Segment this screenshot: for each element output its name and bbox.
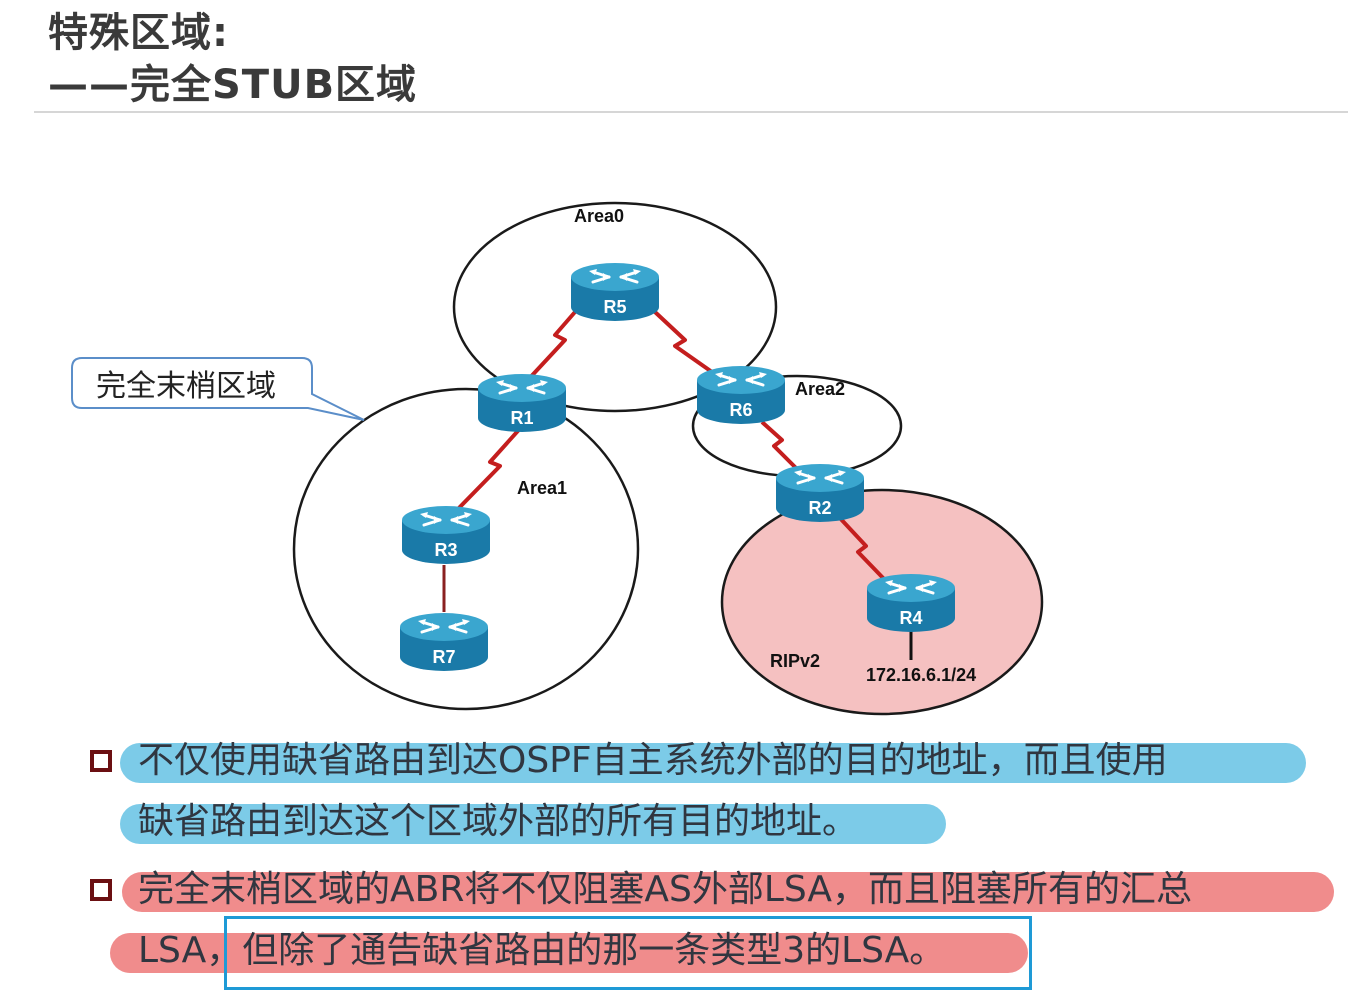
title-divider [34, 111, 1348, 113]
area1-label: Area1 [517, 478, 567, 498]
highlight-bullet2-line1 [122, 872, 1334, 912]
bullet2-line2: LSA，但除了通告缺省路由的那一条类型3的LSA。 [138, 930, 946, 971]
bullet2-line1: 完全末梢区域的ABR将不仅阻塞AS外部LSA，而且阻塞所有的汇总 [138, 869, 1193, 910]
link-r5-r1 [523, 310, 577, 385]
router-label-r5: R5 [603, 297, 626, 317]
link-r6-r2 [760, 420, 800, 472]
link-r5-r6 [653, 310, 714, 374]
link-r2-r4 [836, 514, 887, 582]
highlight-bullet1-line1 [120, 743, 1306, 783]
bullet-marker-2 [90, 879, 112, 901]
bullet-marker-1 [90, 750, 112, 772]
slide-title-line2: ——完全STUB区域 [48, 62, 418, 108]
network-label: 172.16.6.1/24 [866, 665, 976, 685]
bullet1-line1: 不仅使用缺省路由到达OSPF自主系统外部的目的地址，而且使用 [138, 740, 1168, 781]
emphasis-frame [224, 916, 1032, 990]
slide-title-line1: 特殊区域: [48, 10, 229, 56]
area1-ellipse [292, 387, 640, 711]
area2-label: Area2 [795, 379, 845, 399]
router-label-r2: R2 [808, 498, 831, 518]
router-label-r3: R3 [434, 540, 457, 560]
router-label-r7: R7 [432, 647, 455, 667]
highlight-bullet2-line2 [110, 933, 1028, 973]
callout-box [71, 357, 365, 421]
callout-text: 完全末梢区域 [96, 369, 276, 404]
area0-label: Area0 [574, 206, 624, 226]
router-label-r6: R6 [729, 400, 752, 420]
router-label-r1: R1 [510, 408, 533, 428]
router-label-r4: R4 [899, 608, 922, 628]
highlight-bullet1-line2 [120, 804, 946, 844]
link-r1-r3 [453, 421, 527, 514]
area0-ellipse [452, 201, 778, 413]
rip-label: RIPv2 [770, 651, 820, 671]
bullet1-line2: 缺省路由到达这个区域外部的所有目的地址。 [138, 801, 859, 842]
